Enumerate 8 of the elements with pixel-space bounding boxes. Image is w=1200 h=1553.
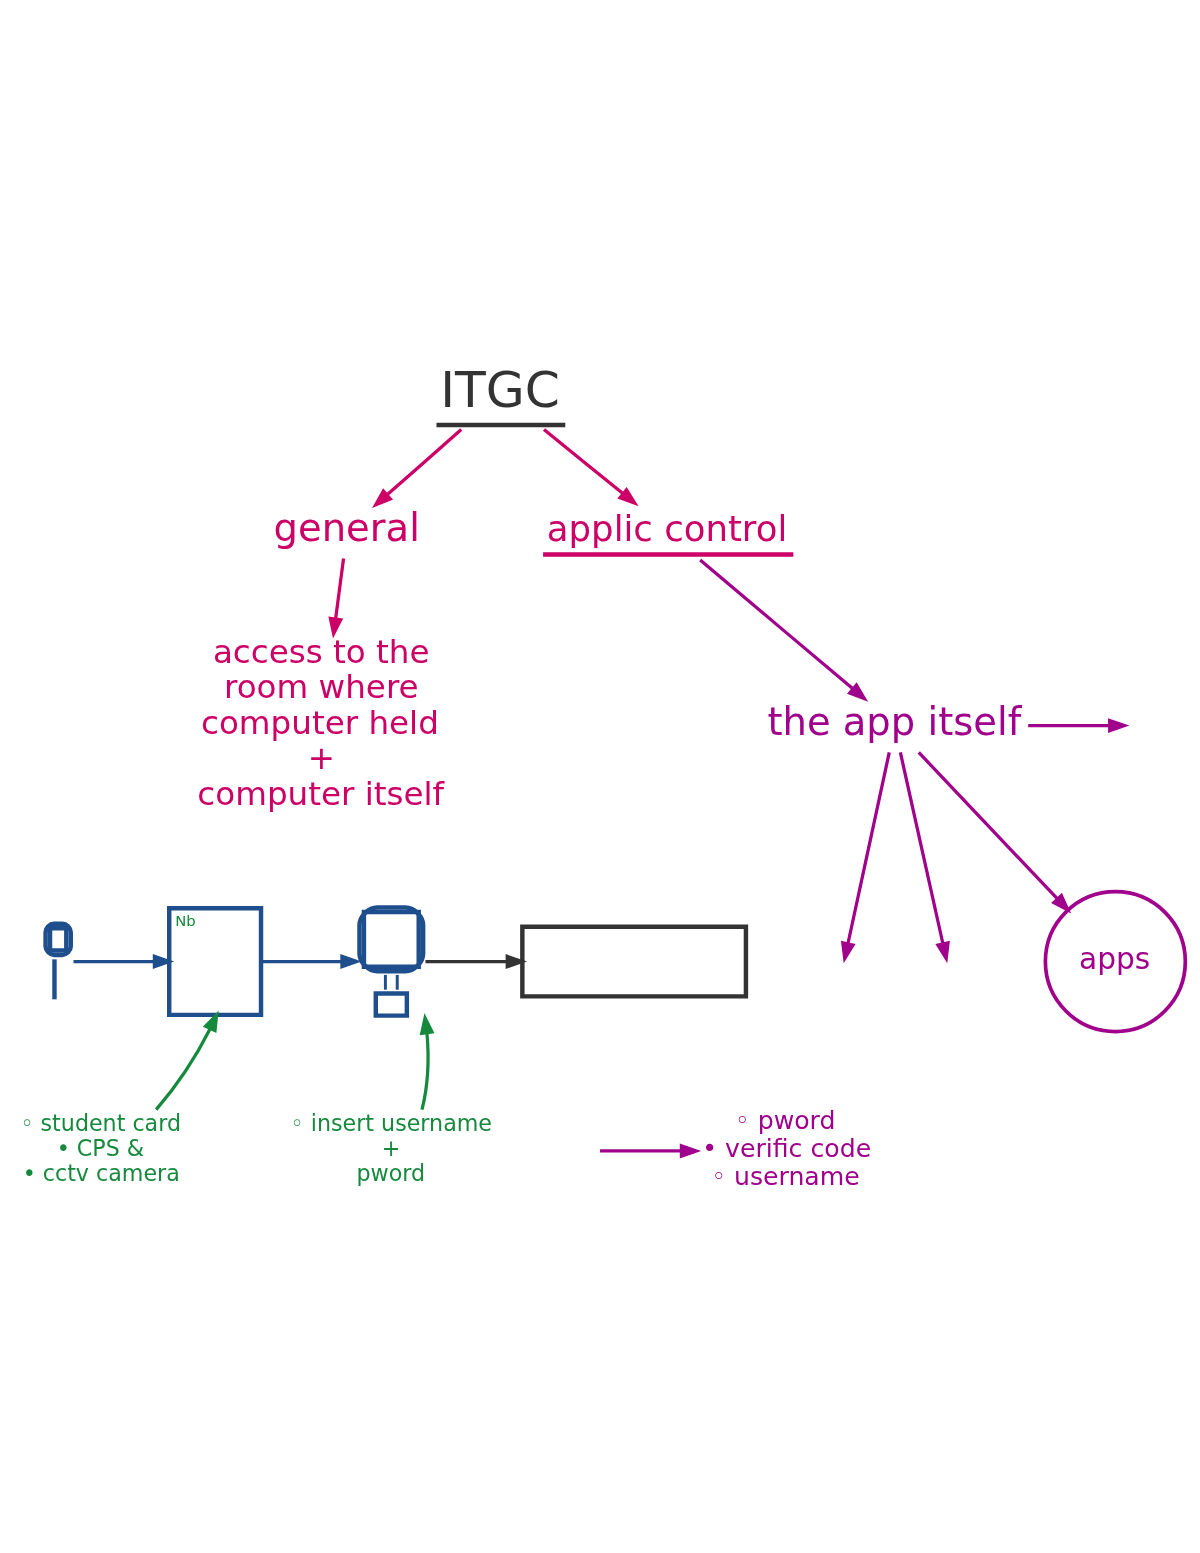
node-text: ◦ insert username + pword xyxy=(290,1109,493,1187)
node-text: access to the room where computer held + computer itself xyxy=(197,632,445,813)
node-text: ◦ student card • CPS & • cctv camera xyxy=(20,1109,182,1187)
node-text: the app itself xyxy=(767,698,1022,744)
node-text: ◦ pword • verific code ◦ username xyxy=(702,1105,872,1192)
node-text: applic control xyxy=(546,507,788,549)
node-text: general xyxy=(273,504,420,550)
node-text: ITGC xyxy=(440,359,560,419)
